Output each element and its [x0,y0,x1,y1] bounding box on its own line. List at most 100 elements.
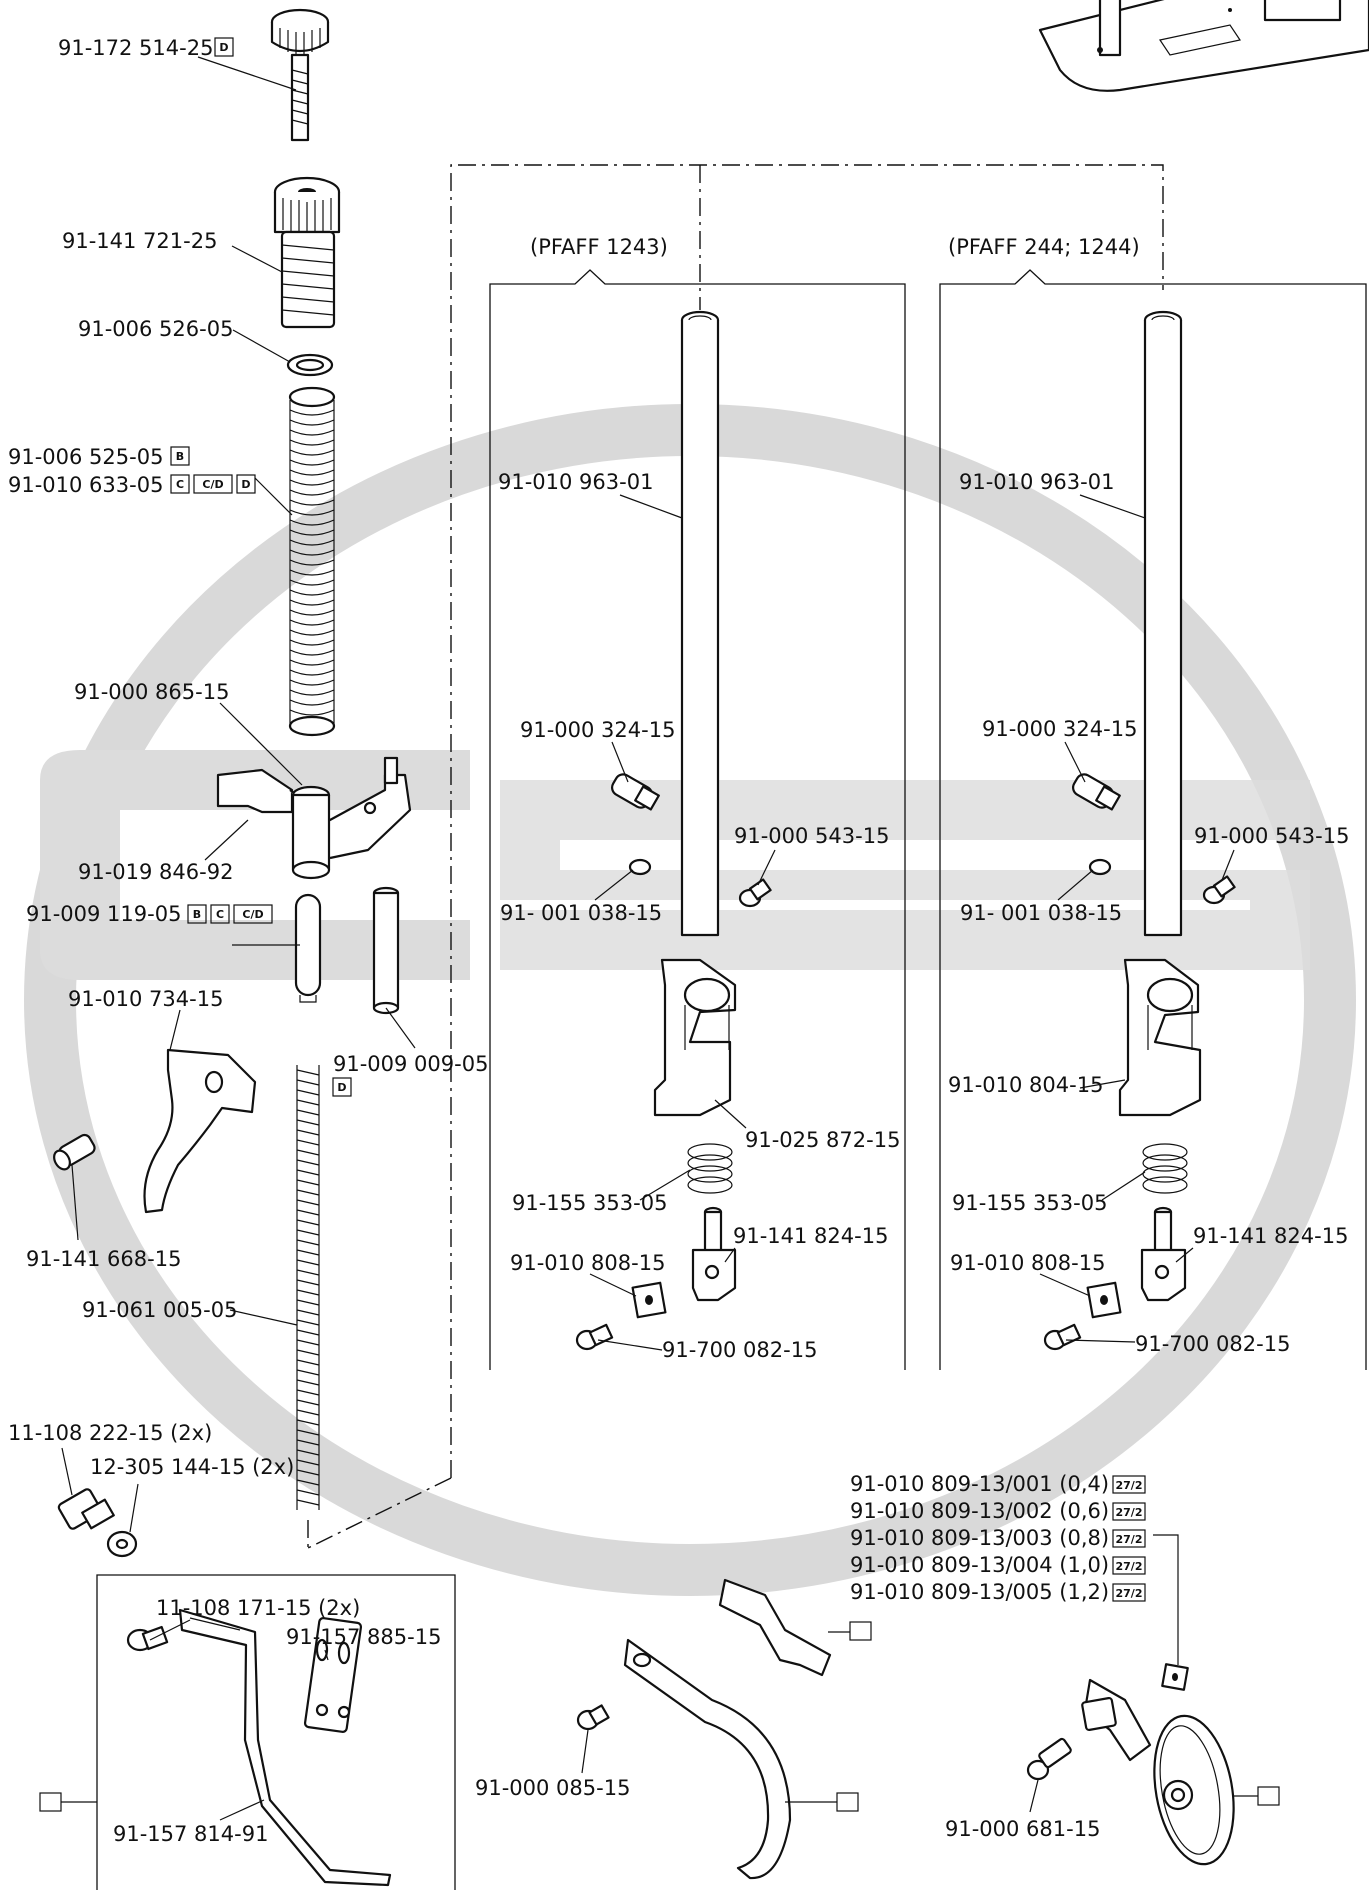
badge-b-p08: B [187,904,207,924]
washer-right [1086,1281,1122,1319]
svg-text:27/2: 27/2 [1116,1533,1143,1546]
pin-short [294,893,322,1003]
group-frame-right [939,269,1367,1370]
set-screw-left-2 [738,878,772,908]
badge-d-p05: D [236,474,256,494]
svg-text:C/D: C/D [202,478,223,491]
hook-foot [718,1578,872,1677]
svg-text:B: B [193,908,201,921]
heading-pfaff-1243: (PFAFF 1243) [530,235,668,259]
label-r-bar: 91-010 804-15 [948,1073,1103,1097]
label-r-screw2: 91-000 543-15 [1194,824,1349,848]
label-p15: 11-108 171-15 (2x) [156,1596,360,1620]
guide-plate [303,1617,363,1733]
label-w1: 91-010 809-13/001 (0,4) [850,1472,1109,1496]
svg-text:27/2: 27/2 [1116,1587,1143,1600]
badge-w5: 27/2 [1112,1583,1146,1602]
screw-right-4 [1043,1323,1082,1351]
badge-d-p10: D [332,1077,352,1097]
svg-text:27/2: 27/2 [1116,1479,1143,1492]
set-screw-right-2 [1202,875,1236,905]
label-p09: 91-010 734-15 [68,987,223,1011]
label-p08: 91-009 119-05 [26,902,181,926]
wire-guide [178,1608,392,1887]
svg-text:D: D [337,1081,346,1094]
label-p17: 91-157 814-91 [113,1822,268,1846]
label-w3: 91-010 809-13/003 (0,8) [850,1526,1109,1550]
badge-c-p08: C [210,904,230,924]
label-l-screw2: 91-000 543-15 [734,824,889,848]
label-p13: 11-108 222-15 (2x) [8,1421,212,1445]
presser-bar-left [680,310,720,937]
version-badges: D B C C/D D B C C/D D 27/2 27/2 27/2 27/… [39,37,1146,1812]
tube-pin [372,886,400,1015]
screw-left-4 [575,1323,614,1351]
leader-lines [61,56,1235,1821]
label-l-pin: 91-141 824-15 [733,1224,888,1248]
label-r-rod: 91-010 963-01 [959,470,1114,494]
label-l-screw4: 91-700 082-15 [662,1338,817,1362]
long-spring [296,1065,320,1510]
badge-w4: 27/2 [1112,1556,1146,1575]
badge-c-p05: C [170,474,190,494]
svg-text:D: D [219,41,228,54]
set-screw-lever [53,1133,96,1171]
label-p16: 91-157 885-15 [286,1625,441,1649]
svg-text:27/2: 27/2 [1116,1506,1143,1519]
label-l-washer: 91-010 808-15 [510,1251,665,1275]
badge-blank-left [39,1792,97,1812]
label-r-pin: 91-141 824-15 [1193,1224,1348,1248]
hex-screw [57,1488,115,1530]
label-w2: 91-010 809-13/002 (0,6) [850,1499,1109,1523]
pin-left [691,1206,737,1302]
badge-w2: 27/2 [1112,1502,1146,1521]
label-l-bar: 91-025 872-15 [745,1128,900,1152]
set-screw-right-3 [1088,858,1112,876]
label-r-spring: 91-155 353-05 [952,1191,1107,1215]
screw-center-small [576,1704,610,1731]
compression-spring [288,386,336,737]
assembly-outline [307,164,1164,1549]
release-lever [143,1048,257,1214]
washer-left [631,1281,667,1319]
label-p05: 91-010 633-05 [8,473,163,497]
badge-d-p01: D [214,37,234,57]
lifting-bracket [216,756,412,880]
svg-text:C/D: C/D [242,908,263,921]
label-p11: 91-141 668-15 [26,1247,181,1271]
svg-text:C: C [176,478,184,491]
machine-thumbnail [1038,0,1369,92]
svg-text:D: D [241,478,250,491]
screw-roller [1026,1737,1072,1781]
label-p02: 91-141 721-25 [62,229,217,253]
label-w5: 91-010 809-13/005 (1,2) [850,1580,1109,1604]
label-p01: 91-172 514-25 [58,36,213,60]
label-p12: 91-061 005-05 [82,1298,237,1322]
label-p03: 91-006 526-05 [78,317,233,341]
pin-right [1140,1206,1187,1302]
ring-washer [286,353,334,377]
group-frame-left [489,269,906,1370]
label-l-spring: 91-155 353-05 [512,1191,667,1215]
badge-w1: 27/2 [1112,1475,1146,1494]
flat-washer [106,1530,138,1558]
presser-bar-guide-left [653,958,737,1117]
svg-text:27/2: 27/2 [1116,1560,1143,1573]
label-p07: 91-019 846-92 [78,860,233,884]
spring-right [1142,1143,1188,1194]
badge-cd-p05: C/D [193,474,233,494]
presser-bar-guide-right [1118,958,1202,1117]
thumb-screw [270,8,330,142]
knurled-sleeve [273,176,341,329]
label-r-washer: 91-010 808-15 [950,1251,1105,1275]
label-p10: 91-009 009-05 [333,1052,488,1076]
label-l-rod: 91-010 963-01 [498,470,653,494]
svg-text:C: C [216,908,224,921]
set-screw-left-3 [628,858,652,876]
svg-text:B: B [176,450,184,463]
label-p06: 91-000 865-15 [74,680,229,704]
label-w4: 91-010 809-13/004 (1,0) [850,1553,1109,1577]
shim-washer [1161,1663,1189,1691]
badge-w3: 27/2 [1112,1529,1146,1548]
